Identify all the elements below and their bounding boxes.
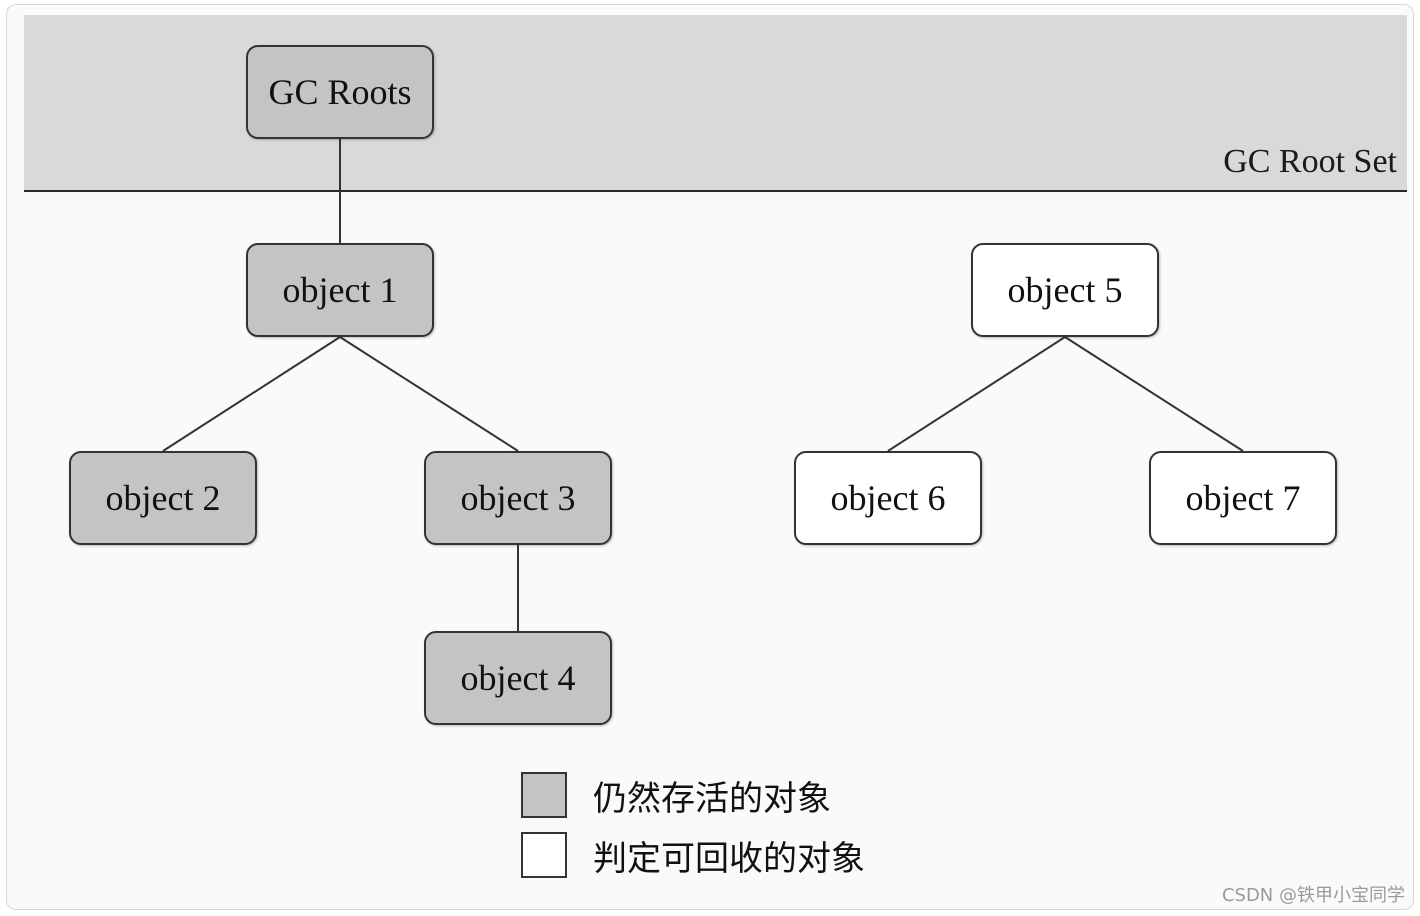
node-object-3: object 3: [424, 451, 612, 545]
node-object-5: object 5: [971, 243, 1159, 337]
node-object-7: object 7: [1149, 451, 1337, 545]
node-gc-roots: GC Roots: [246, 45, 434, 139]
gc-root-set-label: GC Root Set: [1223, 143, 1397, 180]
reference-edges: [162, 139, 1244, 631]
node-object-1: object 1: [246, 243, 434, 337]
diagram-frame: GC Root Set GC Roots object 1 object 2 o…: [6, 4, 1414, 910]
watermark: CSDN @铁甲小宝同学: [1221, 885, 1405, 906]
legend-label-dead: 判定可回收的对象: [593, 838, 865, 879]
node-object-6: object 6: [794, 451, 982, 545]
edge-obj5-obj7: [1064, 336, 1244, 452]
node-object-4: object 4: [424, 631, 612, 725]
node-object-2: object 2: [69, 451, 257, 545]
legend-swatch-alive: [521, 772, 567, 818]
gc-root-set-boundary: [24, 190, 1407, 192]
legend-label-alive: 仍然存活的对象: [593, 778, 831, 819]
edge-obj1-obj3: [339, 336, 519, 452]
legend-item-alive: 仍然存活的对象: [521, 771, 831, 819]
legend-swatch-dead: [521, 832, 567, 878]
legend-item-dead: 判定可回收的对象: [521, 831, 865, 879]
edge-obj5-obj6: [887, 336, 1066, 452]
edge-obj1-obj2: [162, 336, 341, 452]
